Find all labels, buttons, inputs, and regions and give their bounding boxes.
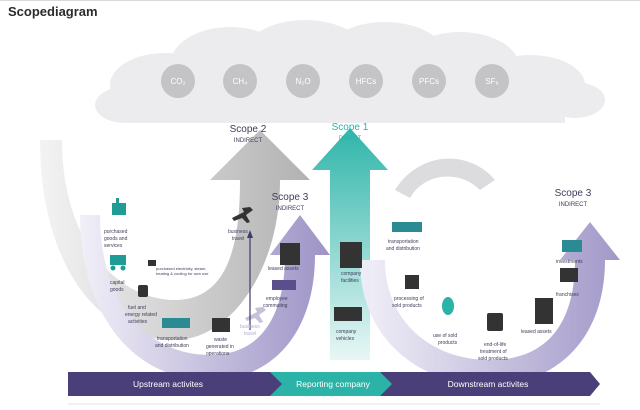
scope3-downstream-title: Scope 3	[555, 188, 592, 199]
business-travel-faded-label: travel	[244, 331, 256, 337]
business-travel-faded-label: business	[240, 324, 260, 330]
end-of-life-label: end-of-life	[484, 342, 506, 348]
upstream-icons	[110, 198, 230, 332]
upstream-labels: purchased goods and services capital goo…	[104, 229, 299, 357]
gas-ch4	[223, 64, 257, 98]
capital-goods-label: goods	[110, 287, 124, 293]
scope2-title: Scope 2	[230, 124, 267, 135]
gas-label: N₂O	[295, 77, 310, 86]
purchased-goods-label: goods and	[104, 236, 128, 242]
purchased-electricity-label: purchased electricity, steam,	[156, 266, 206, 271]
leased-building-down-icon	[535, 298, 553, 324]
leased-building-icon	[280, 243, 300, 265]
purchased-goods-label: purchased	[104, 229, 128, 235]
company-vehicles-label: vehicles	[336, 336, 355, 342]
scope3-upstream-title: Scope 3	[272, 192, 309, 203]
gas-sf6	[475, 64, 509, 98]
fuel-energy-label: fuel and	[128, 305, 146, 311]
transport-upstream-label: transportation	[157, 336, 188, 342]
fuel-energy-label: activities	[128, 319, 148, 325]
activity-bar: Upstream activites Reporting company Dow…	[68, 372, 600, 396]
scope3-downstream-sub: INDIRECT	[559, 202, 588, 208]
scope2-sub: INDIRECT	[234, 138, 263, 144]
business-travel-label: business	[228, 229, 248, 235]
gas-label: HFCs	[356, 77, 376, 86]
downstream-upper-arch	[395, 158, 495, 198]
building-icons	[272, 242, 362, 321]
ship-icon-down	[392, 222, 422, 232]
downstream-bar-label: Downstream activites	[448, 379, 529, 389]
transport-upstream-label: and distribution	[155, 343, 189, 349]
waste-label: generated in	[206, 344, 234, 350]
company-facilities-label: company	[341, 271, 362, 277]
downstream-icons	[392, 222, 582, 331]
downstream-labels: transportation and distribution processi…	[386, 239, 583, 362]
purchased-goods-label: services	[104, 243, 123, 249]
processing-label: processing of	[394, 296, 424, 302]
scope1-sub: DIRECT	[339, 136, 362, 142]
forklift-icon	[110, 255, 126, 265]
upstream-bar-label: Upstream activites	[133, 379, 203, 389]
plug-icon	[148, 260, 156, 266]
company-building-icon	[340, 242, 362, 268]
company-labels: company facilities company vehicles	[336, 271, 362, 342]
reporting-bar-label: Reporting company	[296, 379, 370, 389]
bus-icon	[272, 280, 296, 290]
gas-label: CO₂	[170, 77, 185, 86]
employee-commuting-label: commuting	[263, 303, 288, 309]
plane-icon-business	[232, 207, 253, 223]
gas-label: CH₄	[233, 77, 248, 86]
franchises-label: franchises	[556, 292, 579, 298]
company-facilities-label: facilities	[341, 278, 359, 284]
business-travel-label: travel	[232, 236, 244, 242]
downstream-bar	[380, 372, 600, 396]
scope3-upstream-sub: INDIRECT	[276, 206, 305, 212]
ship-icon	[162, 318, 190, 328]
gas-label: SF₆	[485, 77, 498, 86]
transport-downstream-label: transportation	[388, 239, 419, 245]
travel-arrow-head	[247, 230, 253, 238]
fuel-barrel-icon	[138, 285, 148, 297]
use-sold-products-label: use of sold	[433, 333, 457, 339]
transport-downstream-label: and distribution	[386, 246, 420, 252]
factory-icon	[112, 203, 126, 215]
scope3-downstream-arrow	[360, 222, 620, 385]
use-sold-products-label: products	[438, 340, 458, 346]
truck-icon	[334, 307, 362, 321]
scope1-title: Scope 1	[332, 122, 369, 133]
gas-co2	[161, 64, 195, 98]
end-of-life-label: treatment of	[480, 349, 507, 355]
end-of-life-label: sold products	[478, 356, 508, 362]
gas-bubbles: CO₂ CH₄ N₂O HFCs PFCs SF₆	[161, 64, 509, 98]
leased-assets-downstream-label: leased assets	[521, 329, 552, 335]
capital-goods-label: capital	[110, 280, 124, 286]
franchise-shop-icon	[560, 268, 578, 282]
plane-icon-faded	[245, 307, 266, 323]
page-title: Scopediagram	[8, 4, 98, 19]
processing-factory-icon	[405, 275, 419, 289]
upstream-bar	[68, 372, 287, 396]
reporting-bar	[270, 372, 397, 396]
waste-label: operations	[206, 351, 230, 357]
fuel-energy-label: energy related	[125, 312, 157, 318]
waste-bin-icon	[212, 318, 230, 332]
gas-label: PFCs	[419, 77, 439, 86]
top-divider	[0, 0, 640, 1]
recycle-bin-icon	[487, 313, 503, 331]
company-vehicles-label: company	[336, 329, 357, 335]
employee-commuting-label: employee	[266, 296, 288, 302]
gas-n2o	[286, 64, 320, 98]
leased-assets-upstream-label: leased assets	[268, 266, 299, 272]
processing-label: sold products	[392, 303, 422, 309]
gas-pfcs	[412, 64, 446, 98]
investments-label: investments	[556, 259, 583, 265]
gas-hfcs	[349, 64, 383, 98]
waste-label: waste	[214, 337, 227, 343]
chimney-icon	[116, 198, 119, 204]
lightbulb-icon	[442, 297, 454, 315]
purchased-electricity-label: heating & cooling for own use	[156, 271, 209, 276]
money-icon	[562, 240, 582, 252]
scope3-upstream-arrow	[80, 215, 330, 380]
